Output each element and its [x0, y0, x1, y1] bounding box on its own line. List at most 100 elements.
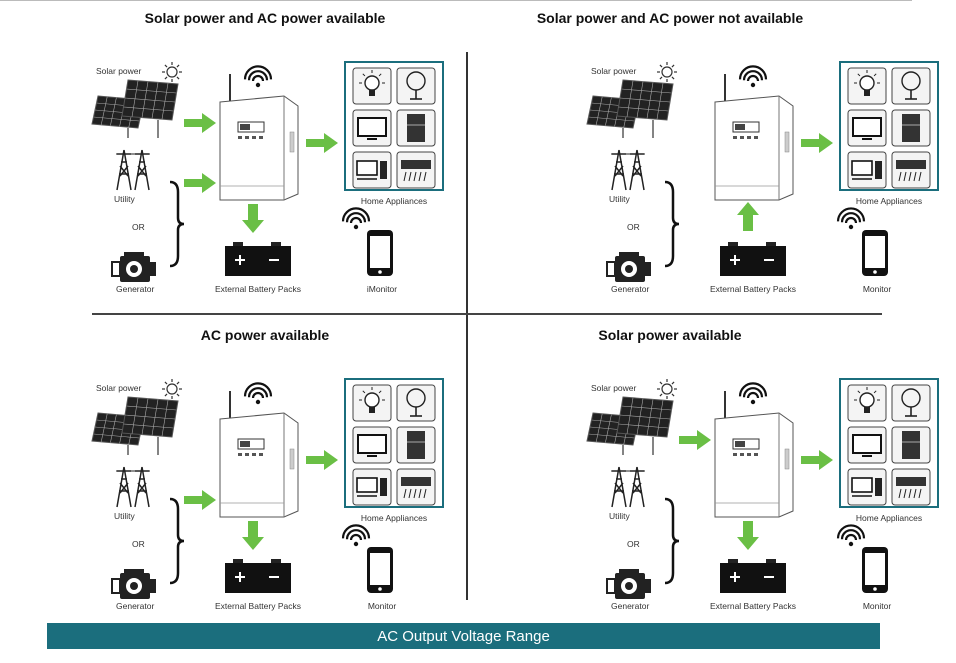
- generator-icon: [111, 252, 156, 282]
- monitor-wifi-icon: [836, 524, 866, 547]
- home-appliances-label: Home Appliances: [855, 513, 923, 523]
- home-appliances-label: Home Appliances: [360, 513, 428, 523]
- generator-icon: [111, 569, 156, 599]
- panel-title: Solar power and AC power available: [144, 10, 386, 26]
- tv-icon: [352, 426, 392, 464]
- panel-diagram: [91, 378, 444, 599]
- utility-tower-icon: [116, 149, 150, 191]
- bulb-icon: [847, 384, 887, 422]
- generator-label: Generator: [116, 284, 155, 294]
- monitor-wifi-icon: [341, 524, 371, 547]
- monitor-wifi-icon: [341, 207, 371, 230]
- utility-label: Utility: [609, 511, 630, 521]
- generator-label: Generator: [611, 601, 650, 611]
- tv-icon: [847, 426, 887, 464]
- panel-diagram: [586, 378, 939, 599]
- fan-icon: [396, 67, 436, 105]
- fridge-icon: [396, 109, 436, 147]
- ac-to-inverter-arrow: [184, 173, 216, 193]
- wifi-icon: [738, 382, 768, 405]
- utility-tower-icon: [116, 466, 150, 508]
- inverter-to-appliances-arrow: [306, 450, 338, 470]
- inverter-to-appliances-arrow: [801, 450, 833, 470]
- solar-panels-icon: [91, 396, 179, 455]
- home-appliances-box: [344, 61, 444, 191]
- battery-icon: [225, 242, 291, 276]
- air-conditioner-icon: [396, 468, 436, 506]
- monitor-label: Monitor: [862, 284, 892, 294]
- bulb-icon: [847, 67, 887, 105]
- panel-diagram: [91, 61, 444, 282]
- solar-power-label: Solar power: [591, 66, 637, 76]
- or-brace: [664, 180, 680, 268]
- battery-label: External Battery Packs: [215, 601, 301, 611]
- battery-label: External Battery Packs: [215, 284, 301, 294]
- solar-power-label: Solar power: [591, 383, 637, 393]
- solar-panels-icon: [586, 396, 674, 455]
- fridge-icon: [891, 426, 931, 464]
- monitor-wifi-icon: [836, 207, 866, 230]
- utility-tower-icon: [611, 466, 645, 508]
- panel-diagram: [586, 61, 939, 282]
- inverter-icon: [714, 391, 794, 518]
- air-conditioner-icon: [891, 151, 931, 189]
- fridge-icon: [891, 109, 931, 147]
- sun-icon: [657, 379, 677, 399]
- wifi-icon: [243, 382, 273, 405]
- tv-icon: [352, 109, 392, 147]
- home-appliances-label: Home Appliances: [855, 196, 923, 206]
- inverter-to-battery-arrow: [242, 204, 264, 233]
- air-conditioner-icon: [396, 151, 436, 189]
- sun-icon: [162, 62, 182, 82]
- or-label: OR: [627, 222, 640, 232]
- ac-output-voltage-range-banner: AC Output Voltage Range: [47, 623, 880, 649]
- solar-panels-icon: [586, 79, 674, 138]
- battery-label: External Battery Packs: [710, 284, 796, 294]
- generator-label: Generator: [611, 284, 650, 294]
- inverter-to-battery-arrow: [242, 521, 264, 550]
- generator-icon: [606, 252, 651, 282]
- or-label: OR: [627, 539, 640, 549]
- computer-icon: [352, 468, 392, 506]
- inverter-icon: [714, 74, 794, 201]
- or-brace: [169, 497, 185, 585]
- solar-to-inverter-arrow: [184, 113, 216, 133]
- panel-title: Solar power and AC power not available: [536, 10, 804, 26]
- inverter-icon: [219, 74, 299, 201]
- inverter-to-appliances-arrow: [801, 133, 833, 153]
- or-brace: [169, 180, 185, 268]
- wifi-icon: [738, 65, 768, 88]
- solar-power-label: Solar power: [96, 66, 142, 76]
- inverter-to-appliances-arrow: [306, 133, 338, 153]
- utility-label: Utility: [114, 511, 135, 521]
- bulb-icon: [352, 67, 392, 105]
- home-appliances-box: [839, 378, 939, 508]
- inverter-to-battery-arrow: [737, 521, 759, 550]
- generator-icon: [606, 569, 651, 599]
- horizontal-divider: [92, 313, 882, 315]
- tv-icon: [847, 109, 887, 147]
- utility-tower-icon: [611, 149, 645, 191]
- top-rule: [0, 0, 912, 1]
- bulb-icon: [352, 384, 392, 422]
- fan-icon: [891, 67, 931, 105]
- banner-title: AC Output Voltage Range: [377, 628, 550, 645]
- solar-power-label: Solar power: [96, 383, 142, 393]
- or-brace: [664, 497, 680, 585]
- battery-icon: [720, 559, 786, 593]
- phone-monitor-icon: [367, 230, 393, 276]
- inverter-icon: [219, 391, 299, 518]
- fridge-icon: [396, 426, 436, 464]
- phone-monitor-icon: [862, 230, 888, 276]
- fan-icon: [396, 384, 436, 422]
- computer-icon: [847, 151, 887, 189]
- air-conditioner-icon: [891, 468, 931, 506]
- solar-to-inverter-arrow: [679, 430, 711, 450]
- battery-to-inverter-arrow: [737, 202, 759, 231]
- battery-label: External Battery Packs: [710, 601, 796, 611]
- vertical-divider: [466, 52, 468, 600]
- or-label: OR: [132, 539, 145, 549]
- monitor-label: Monitor: [367, 601, 397, 611]
